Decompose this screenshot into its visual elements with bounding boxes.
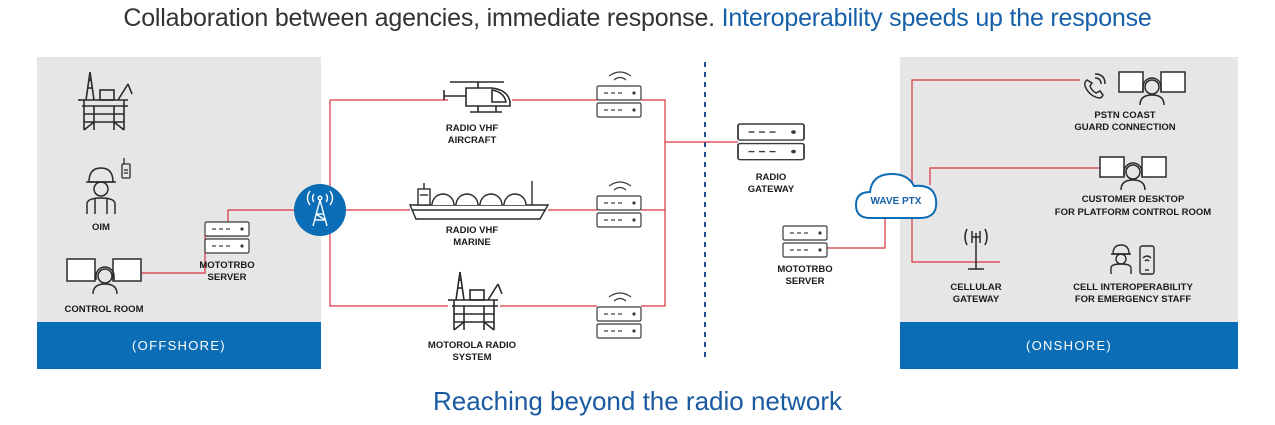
cellular-label-2: GATEWAY — [953, 294, 1000, 305]
pstn-operator-icon — [1118, 71, 1186, 106]
offshore-band-label: (OFFSHORE) — [132, 338, 226, 353]
pstn-label-2: GUARD CONNECTION — [1074, 122, 1175, 133]
motorola-repeater-icon — [596, 306, 642, 339]
onshore-server-icon — [782, 225, 828, 258]
motorola-label-1: MOTOROLA RADIO — [428, 340, 516, 351]
repeater-wave-icon — [608, 292, 632, 302]
repeater-wave-icon — [608, 71, 632, 81]
offshore-band — [37, 322, 321, 369]
lng-ship-icon — [408, 181, 550, 220]
radio-gateway-icon — [737, 123, 805, 161]
onshore-band — [900, 322, 1238, 369]
walkie-talkie-icon — [121, 158, 131, 179]
marine-label-1: RADIO VHF — [446, 225, 498, 236]
control-room-icon — [66, 258, 142, 295]
wave-ptx-cloud-icon — [854, 172, 938, 219]
aircraft-label-2: AIRCRAFT — [448, 135, 497, 146]
motorola-platform-icon — [447, 271, 503, 331]
offshore-server-label-2: SERVER — [208, 272, 247, 283]
wave-ptx-label: WAVE PTX — [871, 196, 922, 207]
title-part-1: Collaboration between agencies, immediat… — [123, 4, 715, 32]
onshore-server-label-1: MOTOTRBO — [777, 264, 832, 275]
marine-repeater-icon — [596, 195, 642, 228]
marine-label-2: MARINE — [453, 237, 490, 248]
cell-label-1: CELL INTEROPERABILITY — [1073, 282, 1193, 293]
onshore-panel — [900, 57, 1238, 369]
cell-tower-icon — [964, 228, 988, 270]
control-room-label: CONTROL ROOM — [65, 304, 144, 315]
desktop-label-2: FOR PLATFORM CONTROL ROOM — [1055, 207, 1211, 218]
connection-lines — [120, 79, 1100, 307]
repeater-wave-icon — [608, 181, 632, 191]
cell-label-2: FOR EMERGENCY STAFF — [1075, 294, 1191, 305]
radio-tower-icon — [294, 184, 346, 236]
cellular-label-1: CELLULAR — [950, 282, 1001, 293]
smartphone-icon — [1139, 245, 1155, 275]
phone-icon — [1084, 73, 1106, 99]
motorola-label-2: SYSTEM — [452, 352, 491, 363]
gateway-label-2: GATEWAY — [748, 184, 795, 195]
pstn-label-1: PSTN COAST — [1094, 110, 1155, 121]
title-part-2: Interoperability speeds up the response — [721, 4, 1152, 32]
onshore-server-label-2: SERVER — [786, 276, 825, 287]
aircraft-repeater-icon — [596, 85, 642, 118]
helicopter-icon — [443, 81, 511, 113]
desktop-label-1: CUSTOMER DESKTOP — [1082, 194, 1185, 205]
onshore-band-label: (ONSHORE) — [1026, 338, 1112, 353]
oim-label: OIM — [92, 222, 110, 233]
offshore-server-label-1: MOTOTRBO — [199, 260, 254, 271]
page-title: Collaboration between agencies, immediat… — [0, 4, 1275, 33]
gateway-label-1: RADIO — [756, 172, 787, 183]
emergency-worker-icon — [1110, 244, 1132, 274]
oim-worker-icon — [86, 167, 116, 214]
page-subtitle: Reaching beyond the radio network — [432, 386, 843, 416]
customer-desktop-icon — [1099, 156, 1167, 191]
aircraft-label-1: RADIO VHF — [446, 123, 498, 134]
